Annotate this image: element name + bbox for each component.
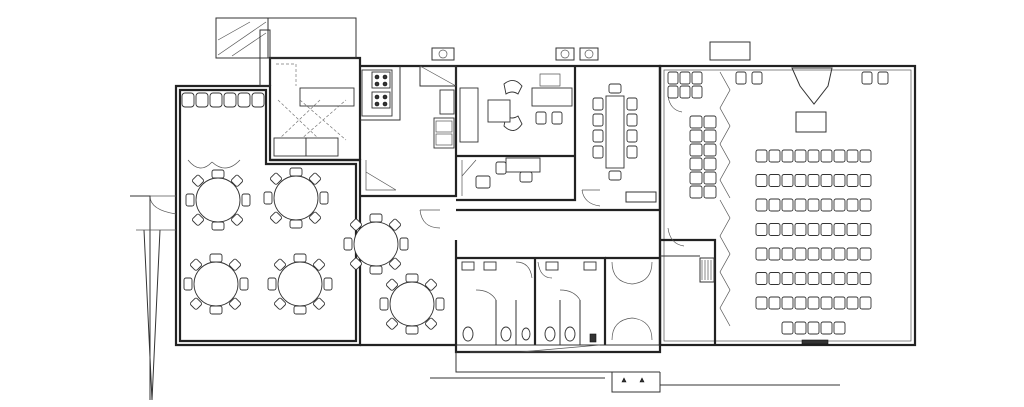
auditorium-seat: [781, 198, 794, 212]
auditorium-seat: [859, 198, 872, 212]
site-lines: [130, 195, 840, 401]
auditorium-seat: [755, 296, 768, 310]
auditorium-seat: [833, 296, 846, 310]
auditorium-seat: [820, 198, 833, 212]
auditorium-seat: [859, 223, 872, 236]
dining-hall: [149, 92, 445, 335]
auditorium-seat: [846, 149, 859, 163]
auditorium-seat: [794, 296, 807, 310]
auditorium-seat: [755, 247, 768, 261]
auditorium-seat: [755, 174, 768, 187]
auditorium-seat: [794, 223, 807, 236]
auditorium-seat: [820, 223, 833, 236]
auditorium-seat: [833, 198, 846, 212]
stove-icon: [371, 71, 391, 109]
auditorium-seat: [807, 198, 820, 212]
auditorium-seat: [768, 149, 781, 163]
auditorium-seat: [807, 272, 820, 285]
conference-room: [581, 83, 683, 207]
auditorium-seat: [768, 296, 781, 310]
office: [461, 157, 541, 196]
auditorium-seat: [781, 174, 794, 187]
auditorium-seat: [859, 174, 872, 187]
auditorium-seat: [794, 321, 807, 335]
auditorium-seat: [807, 321, 820, 335]
auditorium-seat: [820, 272, 833, 285]
auditorium-seat: [794, 198, 807, 212]
auditorium-seating: [755, 149, 872, 335]
auditorium-seat: [768, 198, 781, 212]
auditorium-seat: [794, 174, 807, 187]
auditorium-seat: [846, 223, 859, 236]
auditorium-seat: [820, 296, 833, 310]
auditorium-seat: [820, 174, 833, 187]
stacked-chairs: [667, 71, 731, 199]
auditorium-seat: [807, 247, 820, 261]
auditorium-seat: [833, 321, 846, 335]
auditorium-seat: [794, 247, 807, 261]
auditorium-seat: [768, 174, 781, 187]
auditorium-seat: [833, 272, 846, 285]
auditorium-seat: [755, 272, 768, 285]
auditorium-seat: [755, 223, 768, 236]
sink-icon: [433, 117, 455, 149]
auditorium-seat: [820, 149, 833, 163]
auditorium-seat: [781, 272, 794, 285]
kitchen: [273, 65, 457, 191]
auditorium-seat: [846, 272, 859, 285]
stair: [667, 227, 715, 283]
round-table-3: [343, 213, 409, 275]
auditorium-seat: [859, 149, 872, 163]
rooftop-units: [431, 41, 751, 61]
service-yard: [215, 17, 357, 87]
auditorium-seat: [755, 198, 768, 212]
auditorium-seat: [755, 149, 768, 163]
auditorium-seat: [768, 247, 781, 261]
auditorium-seat: [833, 149, 846, 163]
round-table-2: [263, 167, 329, 229]
auditorium-seat: [846, 198, 859, 212]
auditorium-seat: [768, 272, 781, 285]
auditorium-seat: [833, 223, 846, 236]
auditorium-seat: [781, 247, 794, 261]
stage: [791, 67, 833, 133]
auditorium-seat: [833, 247, 846, 261]
auditorium-seat: [807, 149, 820, 163]
round-table-4: [183, 253, 249, 315]
auditorium-seat: [820, 247, 833, 261]
vestibule: [430, 261, 661, 393]
dining-bench-seats: [181, 92, 265, 108]
auditorium-seat: [846, 296, 859, 310]
auditorium-seat: [807, 174, 820, 187]
auditorium-seat: [859, 296, 872, 310]
auditorium-seat: [781, 321, 794, 335]
auditorium-seat: [794, 149, 807, 163]
auditorium-seat: [859, 272, 872, 285]
restroom-a: [461, 261, 533, 345]
auditorium-seat: [807, 223, 820, 236]
auditorium-seat: [781, 296, 794, 310]
auditorium-seat: [781, 149, 794, 163]
auditorium-seat: [846, 247, 859, 261]
auditorium-seat: [794, 272, 807, 285]
round-table-1: [185, 169, 251, 231]
auditorium-seat: [833, 174, 846, 187]
lounge: [459, 73, 573, 143]
auditorium: [719, 67, 889, 345]
auditorium-seat: [768, 223, 781, 236]
auditorium-seat: [846, 174, 859, 187]
round-table-6: [379, 273, 445, 335]
auditorium-seat: [859, 247, 872, 261]
interior-walls: [270, 66, 717, 373]
auditorium-seat: [807, 296, 820, 310]
auditorium-seat: [820, 321, 833, 335]
round-table-5: [267, 253, 333, 315]
restroom-b: [537, 261, 597, 345]
auditorium-seat: [781, 223, 794, 236]
